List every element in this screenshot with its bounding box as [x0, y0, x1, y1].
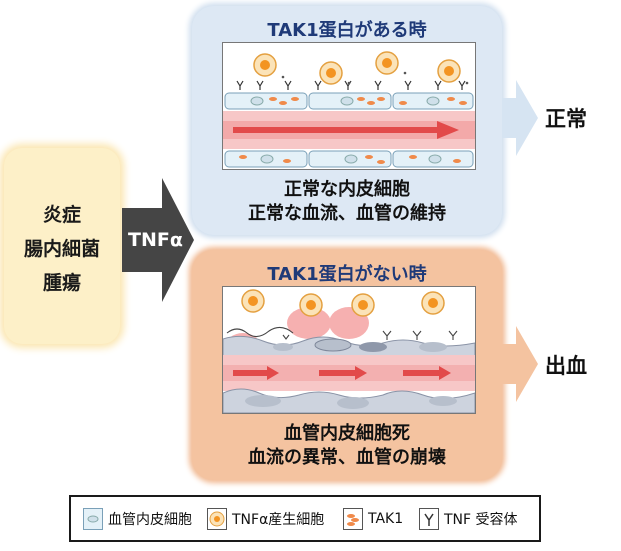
- causes-box: 炎症 腸内細菌 腫瘍: [4, 148, 120, 344]
- legend-tak1-label: TAK1: [368, 510, 404, 527]
- bleeding-outcome-arrow: [502, 326, 538, 402]
- normal-outcome-label: 正常: [545, 107, 587, 131]
- legend-receptor: TNF 受容体: [419, 497, 518, 540]
- tnf-alpha-label: TNFα: [128, 229, 183, 251]
- tnf-alpha-arrow: [122, 178, 194, 302]
- tak1-icon: [343, 507, 363, 530]
- normal-vessel-svg: [223, 51, 475, 168]
- top-caption-line1: 正常な内皮細胞: [284, 179, 410, 200]
- legend-receptor-label: TNF 受容体: [444, 511, 518, 528]
- legend-tnf-producer-label: TNFα産生細胞: [232, 511, 325, 528]
- bottom-panel: TAK1蛋白がない時: [192, 250, 502, 480]
- bleeding-outcome-label: 出血: [545, 354, 587, 378]
- top-panel-title: TAK1蛋白がある時: [267, 20, 427, 41]
- damaged-vessel-illustration: [222, 286, 476, 414]
- tnf-producing-cells-bottom: [241, 289, 445, 317]
- damaged-endothelial-top: [223, 335, 475, 358]
- bottom-panel-title: TAK1蛋白がない時: [267, 264, 427, 285]
- normal-outcome-arrow: [502, 80, 538, 156]
- legend: 血管内皮細胞 TNFα産生細胞 TAK1 TNF 受容体: [69, 495, 541, 542]
- legend-tak1: TAK1: [343, 497, 403, 540]
- damaged-vessel-svg: [223, 289, 475, 413]
- damaged-endothelial-bottom: [223, 388, 475, 413]
- legend-endothelial: 血管内皮細胞: [83, 497, 192, 540]
- legend-tnf-producer: TNFα産生細胞: [207, 497, 324, 540]
- tnf-receptor-icon: [419, 507, 439, 530]
- cause-gut-bacteria: 腸内細菌: [23, 238, 100, 260]
- normal-vessel-illustration: [222, 42, 476, 170]
- disrupted-flow-arrows: [233, 366, 451, 380]
- top-caption-line2: 正常な血流、血管の維持: [248, 203, 446, 224]
- tnf-receptors-top: [236, 80, 466, 90]
- endothelial-layer-top: [224, 92, 474, 110]
- legend-endothelial-label: 血管内皮細胞: [108, 511, 192, 528]
- endothelial-layer-bottom: [224, 150, 474, 168]
- cause-inflammation: 炎症: [42, 204, 81, 226]
- tnf-producing-cell-icon: [207, 507, 227, 530]
- blood-flow-arrow: [233, 121, 459, 139]
- cause-tumor: 腫瘍: [42, 272, 81, 294]
- endothelial-cell-icon: [83, 507, 103, 530]
- bottom-caption-line2: 血流の異常、血管の崩壊: [248, 447, 446, 468]
- top-panel: TAK1蛋白がある時: [192, 6, 502, 235]
- tnf-producing-cells: [253, 51, 461, 85]
- bottom-caption-line1: 血管内皮細胞死: [284, 423, 410, 444]
